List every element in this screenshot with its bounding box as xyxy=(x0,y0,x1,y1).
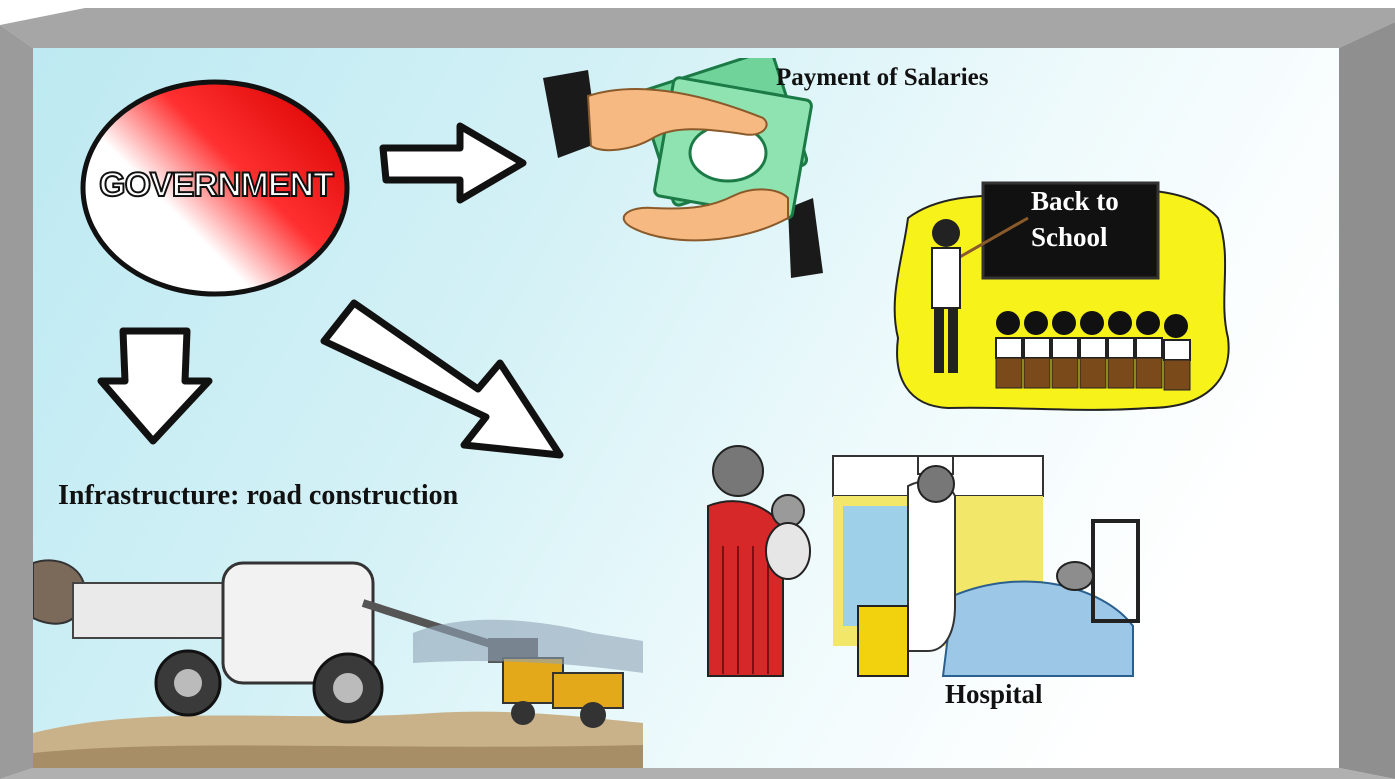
hospital-label: Hospital xyxy=(945,679,1043,709)
road-construction-illustration xyxy=(33,559,643,768)
diagram-panel: GOVERNMENT Payment of Salaries xyxy=(33,48,1339,768)
salaries-label: Payment of Salaries xyxy=(776,64,989,91)
arrow-to-infrastructure xyxy=(97,327,213,445)
school-label-line1: Back to xyxy=(1031,186,1119,216)
money-hands-illustration xyxy=(543,58,823,278)
school-label-line2: School xyxy=(1031,222,1108,252)
arrow-to-salaries xyxy=(379,122,527,204)
infrastructure-label: Infrastructure: road construction xyxy=(58,480,459,511)
hospital-illustration xyxy=(707,445,1140,677)
government-node xyxy=(80,79,350,297)
arrow-to-hospital xyxy=(320,299,564,459)
government-label: GOVERNMENT xyxy=(98,165,335,205)
school-illustration xyxy=(893,181,1230,411)
